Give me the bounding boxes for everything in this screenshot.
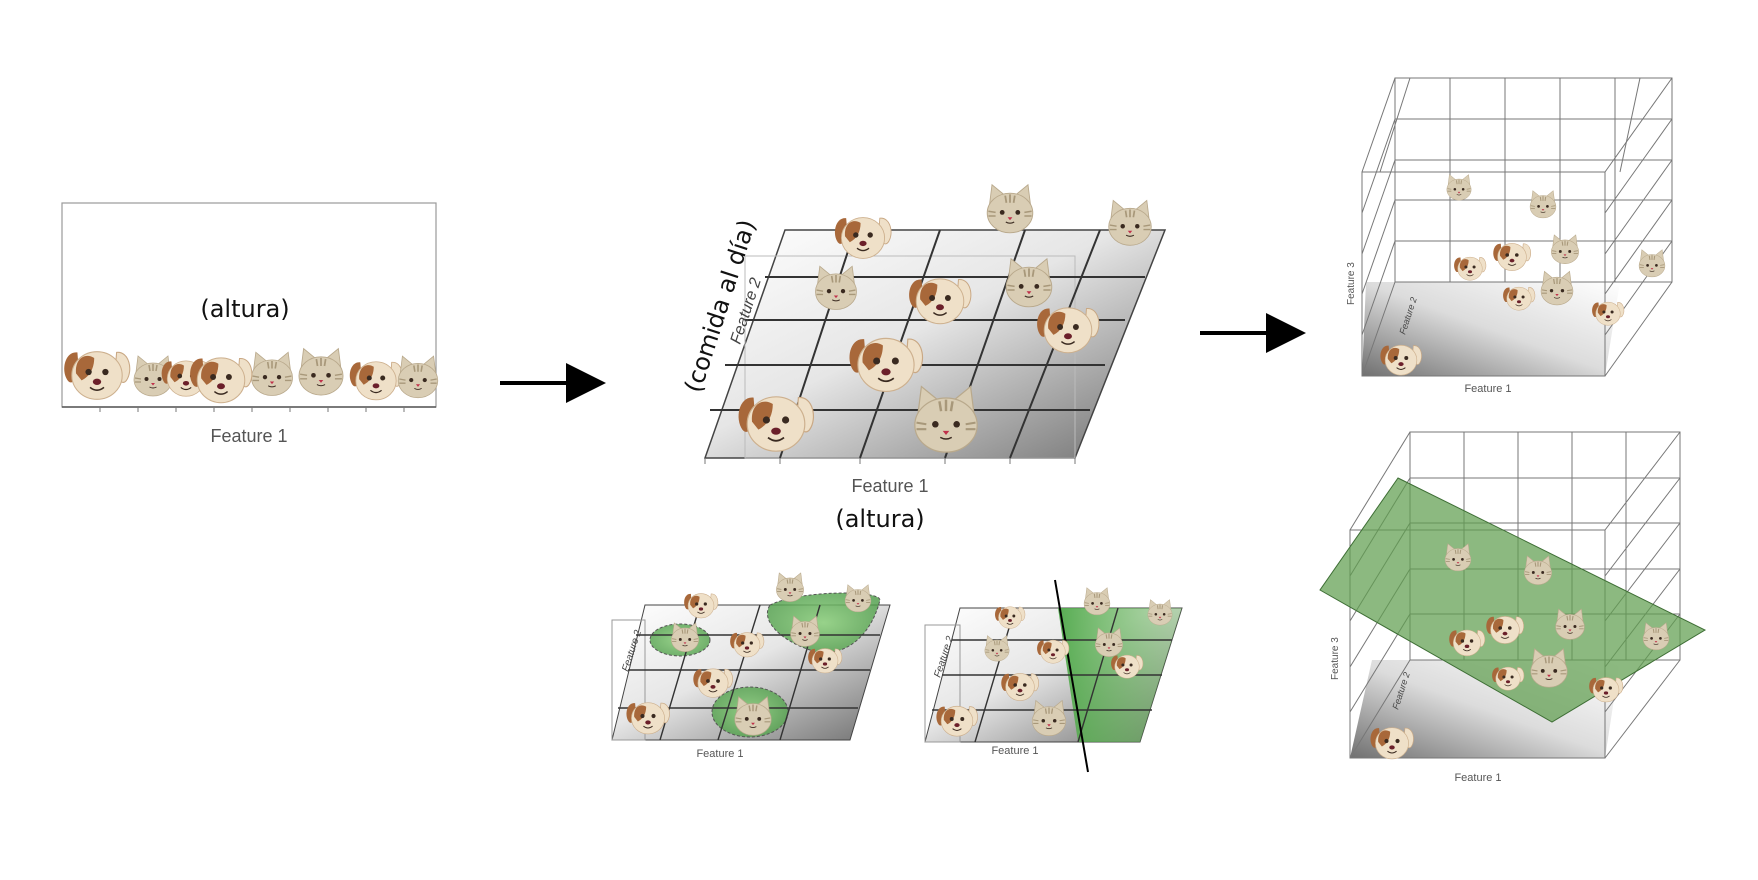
panel-2d: Feature 1 (altura) Feature 2 (comida al …	[679, 183, 1167, 533]
x-axis-ticks	[99, 407, 405, 412]
annotation-altura: (altura)	[200, 295, 289, 323]
floor-plane	[1362, 282, 1620, 376]
x-axis-label: Feature 1	[1454, 772, 1501, 784]
x-axis-label: Feature 1	[991, 745, 1038, 757]
x-axis-label: Feature 1	[210, 426, 287, 446]
x-axis-label: Feature 1	[696, 748, 743, 760]
back-wall	[611, 619, 646, 741]
z-axis-label: Feature 3	[1346, 262, 1357, 305]
z-axis-label: Feature 3	[1330, 637, 1341, 680]
panel-3d-bottom: Feature 1 Feature 2 Feature 3	[1319, 431, 1707, 784]
panel-3d-top: Feature 1 Feature 2 Feature 3	[1346, 77, 1673, 395]
x-axis-label: Feature 1	[851, 476, 928, 496]
cat-icon	[1550, 234, 1580, 265]
separating-hyperplane	[1319, 477, 1707, 723]
x-annotation: (altura)	[835, 505, 924, 533]
cat-icon	[775, 572, 805, 603]
decision-boundary	[1054, 579, 1089, 773]
panel-1d: (altura) Feature 1	[61, 202, 439, 446]
dog-icon	[1453, 256, 1487, 281]
cat-icon	[1083, 587, 1111, 616]
cube-wireframe	[1361, 77, 1673, 377]
cat-icon	[1107, 199, 1153, 247]
cat-icon	[1529, 190, 1557, 219]
panel-2d-small-left: Feature 1 Feature 2	[611, 572, 891, 760]
x-axis-label: Feature 1	[1464, 383, 1511, 395]
cat-icon	[986, 183, 1034, 234]
back-wall	[924, 624, 961, 743]
x-axis-ticks	[704, 458, 1076, 464]
panel-2d-small-right: Feature 1 Feature 2	[924, 579, 1183, 773]
cat-icon	[1638, 249, 1666, 278]
cat-icon	[1446, 173, 1472, 201]
cat-icon	[1147, 599, 1173, 626]
dog-icon	[1492, 242, 1532, 272]
cat-icon	[844, 584, 872, 613]
cat-icon	[1540, 270, 1574, 306]
